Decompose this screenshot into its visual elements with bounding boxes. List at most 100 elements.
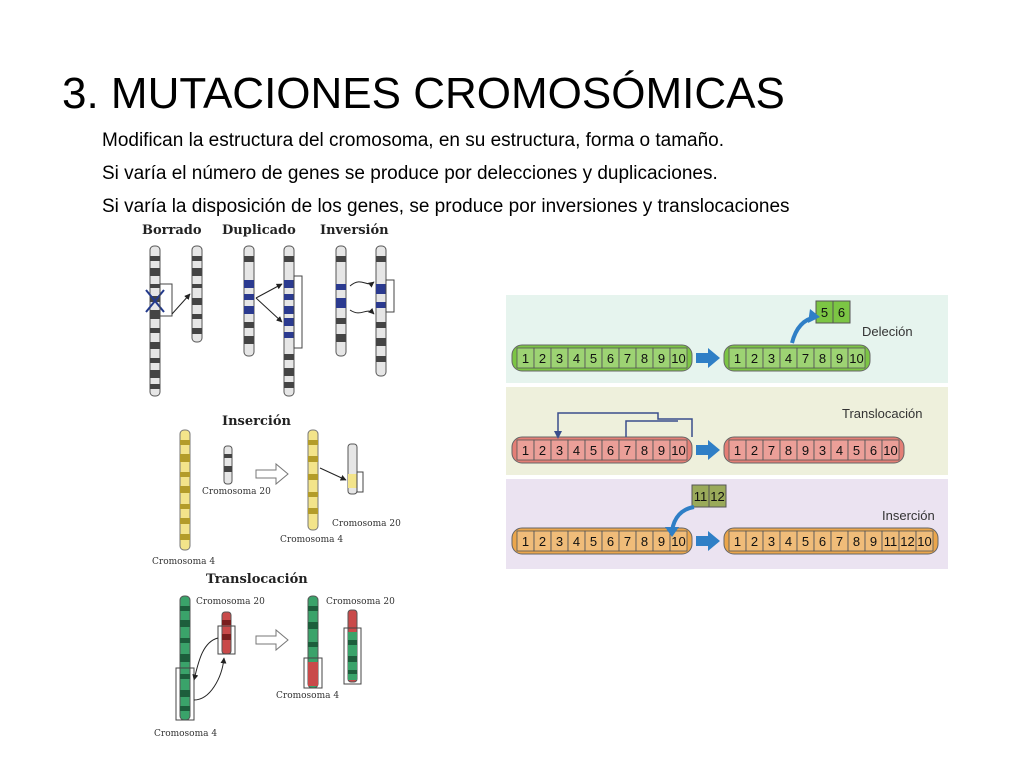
translocacion-after-gene-cell	[881, 439, 900, 461]
delecion-transform-arrow-icon	[696, 348, 720, 368]
delecion-before-gene-label: 8	[641, 351, 648, 366]
translocacion-before-gene-label: 2	[539, 443, 546, 458]
insercion-transform-arrow-icon	[696, 531, 720, 551]
bullet-2: Si varía el número de genes se produce p…	[102, 163, 718, 184]
insercion-before-gene-label: 2	[539, 534, 546, 549]
insercion-chromosome-4-result	[307, 429, 319, 531]
translocacion-before-gene-label: 4	[573, 443, 580, 458]
insercion-before-gene-label: 8	[641, 534, 648, 549]
inversion-chromosome-inverted	[349, 245, 395, 377]
delecion-arrowhead-icon	[808, 309, 820, 323]
insercion-arrow-icon	[255, 462, 289, 486]
translocacion-after-gene-label: 5	[853, 443, 860, 458]
insercion-label-cromosoma-4-b: Cromosoma 4	[280, 535, 343, 545]
insercion-label-cromosoma-20-a: Cromosoma 20	[202, 487, 271, 497]
translocacion-label-cromosoma-20-b: Cromosoma 20	[326, 597, 395, 607]
translocacion-after-gene-label: 3	[819, 443, 826, 458]
translocacion-arrowhead-icon	[554, 431, 562, 439]
delecion-moved-gene-label: 5	[821, 305, 828, 320]
translocacion-before-gene-label: 9	[658, 443, 665, 458]
translocacion-after-gene-label: 1	[734, 443, 741, 458]
delecion-before-gene-label: 1	[522, 351, 529, 366]
inversion-chromosome-original	[335, 245, 347, 357]
insercion-moved-gene-label: 11	[694, 489, 708, 504]
translocacion-chromosome-4-result	[303, 595, 323, 689]
borrado-chromosome-original	[145, 245, 173, 397]
translocacion-after-gene-label: 10	[883, 443, 897, 458]
delecion-after-gene-label: 4	[785, 351, 792, 366]
slide-title: 3. MUTACIONES CROMOSÓMICAS	[62, 69, 785, 118]
delecion-after-gene-label: 10	[849, 351, 863, 366]
insercion-moved-gene-cell	[708, 484, 727, 508]
insercion-before-gene-label: 9	[658, 534, 665, 549]
translocacion-chromosome-4	[175, 595, 195, 721]
delecion-before-gene-label: 10	[671, 351, 685, 366]
insercion-before-gene-label: 4	[573, 534, 580, 549]
insercion-after-gene-label: 8	[853, 534, 860, 549]
translocacion-before-gene-cell	[669, 439, 688, 461]
insercion-chromosome-4	[179, 429, 191, 551]
insercion-chromosome-20-result	[319, 443, 364, 495]
delecion-before-gene-label: 5	[590, 351, 597, 366]
insercion-after-gene-label: 11	[884, 534, 898, 549]
delecion-before-gene-cell	[669, 347, 688, 369]
delecion-before-gene-label: 9	[658, 351, 665, 366]
insercion-before-gene-label: 3	[556, 534, 563, 549]
translocacion-label-cromosoma-20-a: Cromosoma 20	[196, 597, 265, 607]
delecion-before-gene-label: 6	[607, 351, 614, 366]
insercion-after-gene-cell	[915, 530, 934, 552]
insercion-before-gene-label: 5	[590, 534, 597, 549]
insercion-after-gene-label: 1	[734, 534, 741, 549]
insercion-before-gene-label: 10	[671, 534, 685, 549]
translocacion-before-gene-label: 10	[671, 443, 685, 458]
insercion-before-gene-label: 1	[522, 534, 529, 549]
bullet-list: Modifican la estructura del cromosoma, e…	[102, 124, 790, 223]
label-duplicado: Duplicado	[222, 223, 296, 238]
insercion-moved-gene-label: 12	[710, 489, 724, 504]
insercion-after-gene-label: 7	[836, 534, 843, 549]
translocacion-before-gene-label: 8	[641, 443, 648, 458]
translocacion-after-gene-label: 9	[802, 443, 809, 458]
delecion-before-gene-label: 4	[573, 351, 580, 366]
translocacion-before-gene-label: 7	[624, 443, 631, 458]
delecion-before-gene-label: 2	[539, 351, 546, 366]
insercion-after-gene-label: 5	[802, 534, 809, 549]
bullet-1: Modifican la estructura del cromosoma, e…	[102, 130, 724, 151]
insercion-after-gene-label: 4	[785, 534, 792, 549]
translocacion-bracket-inner	[625, 420, 678, 437]
translocacion-transform-arrow-icon	[696, 440, 720, 460]
insercion-before-gene-label: 6	[607, 534, 614, 549]
delecion-moved-gene-cell	[832, 300, 851, 324]
delecion-after-gene-label: 3	[768, 351, 775, 366]
panel-label-delecion: Deleción	[862, 324, 913, 339]
delecion-before-gene-label: 3	[556, 351, 563, 366]
translocacion-label-cromosoma-4-b: Cromosoma 4	[276, 691, 339, 701]
translocacion-after-gene-label: 4	[836, 443, 843, 458]
delecion-after-gene-cell	[847, 347, 866, 369]
insercion-after-gene-label: 6	[819, 534, 826, 549]
insercion-after-gene-label: 10	[917, 534, 931, 549]
insercion-after-gene-label: 12	[900, 534, 914, 549]
translocacion-chromosome-20-result	[343, 609, 362, 685]
delecion-after-gene-label: 2	[751, 351, 758, 366]
insercion-after-gene-label: 2	[751, 534, 758, 549]
delecion-after-gene-label: 8	[819, 351, 826, 366]
label-translocacion: Translocación	[206, 572, 308, 587]
translocacion-bracket	[557, 412, 693, 437]
delecion-after-gene-label: 9	[836, 351, 843, 366]
translocacion-after-gene-label: 6	[870, 443, 877, 458]
panel-insercion-bg	[506, 479, 948, 569]
borrado-chromosome-deleted	[171, 245, 203, 343]
insercion-chromosome-20	[223, 445, 233, 485]
insercion-arrowhead-icon	[665, 527, 679, 537]
delecion-moved-gene-label: 6	[838, 305, 845, 320]
duplicado-chromosome-duplicated	[255, 245, 303, 397]
insercion-label-cromosoma-20-b: Cromosoma 20	[332, 519, 401, 529]
chromosome-figure-svg: Borrado Duplicado Inversión	[142, 223, 401, 739]
translocacion-before-gene-label: 5	[590, 443, 597, 458]
delecion-after-gene-label: 7	[802, 351, 809, 366]
translocacion-after-gene-label: 2	[751, 443, 758, 458]
panel-label-insercion: Inserción	[882, 508, 935, 523]
translocacion-label-cromosoma-4-a: Cromosoma 4	[154, 729, 217, 739]
